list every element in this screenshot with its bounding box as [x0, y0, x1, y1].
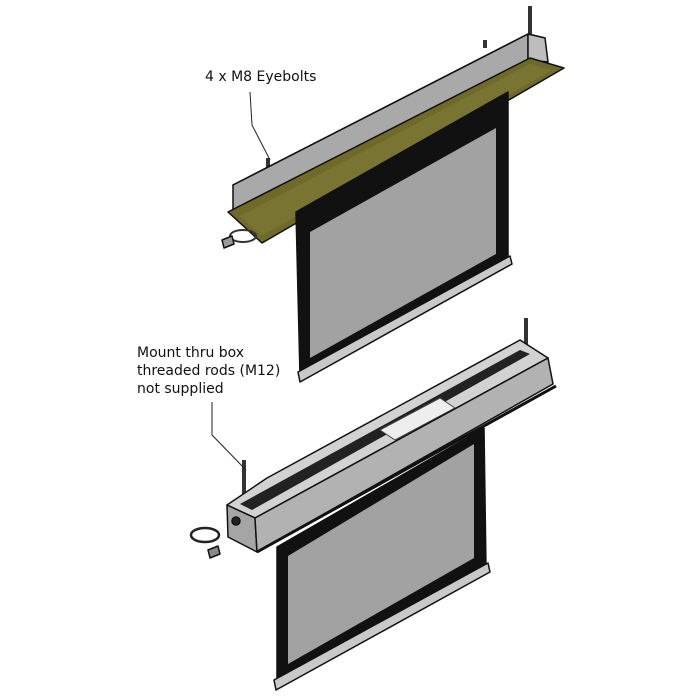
- olive-inner: [240, 64, 552, 236]
- leader-line-eyebolts: [249, 91, 271, 161]
- cable-loop: [189, 526, 221, 544]
- box-side-face: [254, 357, 554, 553]
- cable-plug: [207, 545, 221, 559]
- screen-surface: [288, 444, 474, 664]
- cable-loop: [229, 229, 257, 243]
- screen-surface: [310, 128, 496, 358]
- callout-eyebolts: 4 x M8 Eyebolts: [205, 68, 316, 86]
- cable-plug: [221, 235, 235, 249]
- cable-gland: [231, 516, 241, 526]
- callout-line: Mount thru box: [137, 345, 245, 361]
- screen-bottom-bar: [273, 562, 491, 691]
- callout-line: 4 x M8 Eyebolts: [205, 69, 317, 85]
- box-end-face: [527, 33, 549, 63]
- screen-bottom-bar: [297, 255, 513, 383]
- callout-threaded-rods: Mount thru box threaded rods (M12) not s…: [137, 344, 280, 398]
- top-unit-eyebolt-mount: [221, 6, 565, 383]
- leader-line-threaded-rods: [211, 402, 247, 471]
- callout-line: not supplied: [137, 381, 224, 397]
- bottom-unit-rod-mount: [189, 318, 557, 691]
- callout-line: threaded rods (M12): [137, 363, 281, 379]
- box-flange: [256, 384, 557, 554]
